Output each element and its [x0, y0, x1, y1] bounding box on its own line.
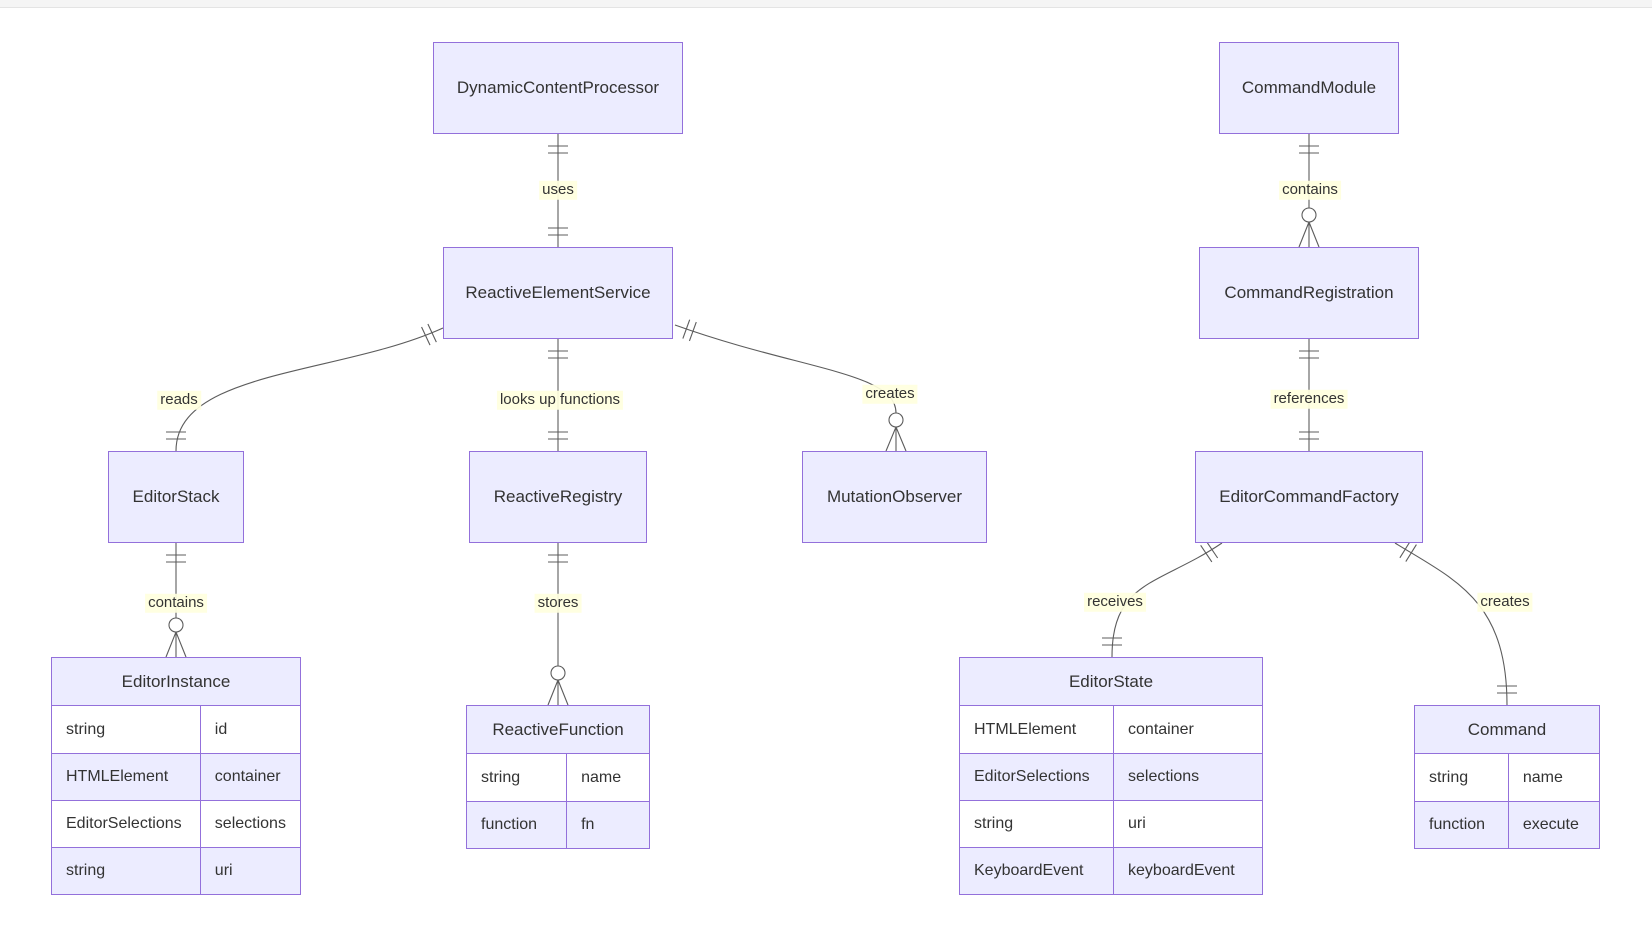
entity-name: ReactiveRegistry [493, 487, 623, 506]
entity-dynamic-content-processor: DynamicContentProcessor [433, 42, 683, 134]
cardinality-zero-or-many-marker [1298, 207, 1320, 248]
entity-reactive-registry: ReactiveRegistry [469, 451, 647, 543]
entity-mutation-observer: MutationObserver [802, 451, 987, 543]
cardinality-exactly-one-marker [1102, 637, 1122, 646]
cardinality-exactly-one-marker [421, 323, 437, 346]
attribute-row: HTMLElement container [52, 753, 300, 800]
cardinality-exactly-one-marker [548, 350, 568, 440]
entity-editor-stack: EditorStack [108, 451, 244, 543]
attribute-row: string uri [52, 847, 300, 894]
cardinality-exactly-one-marker [1299, 145, 1319, 154]
relationship-label-contains-right: contains [1279, 180, 1341, 200]
relationship-label-creates-left: creates [862, 384, 918, 404]
attribute-name: selections [1128, 768, 1200, 785]
relationship-label-contains-left: contains [145, 593, 207, 613]
relationship-label-creates-right: creates [1477, 592, 1533, 612]
entity-editor-command-factory: EditorCommandFactory [1195, 451, 1423, 543]
attribute-type: HTMLElement [52, 754, 201, 800]
relationship-label-looks-up-functions: looks up functions [496, 390, 624, 410]
attribute-type: string [52, 848, 201, 894]
relationship-label-uses: uses [539, 180, 577, 200]
relationship-edge-creates-right [1394, 542, 1508, 706]
entity-command: Command string name function execute [1414, 705, 1600, 849]
entity-name: EditorState [960, 658, 1262, 706]
attribute-name: container [1128, 720, 1194, 738]
attribute-row: function execute [1415, 801, 1599, 848]
attribute-type: string [467, 754, 568, 801]
entity-command-registration: CommandRegistration [1199, 247, 1419, 339]
entity-name: EditorInstance [52, 658, 300, 706]
attribute-type: EditorSelections [960, 754, 1115, 800]
attribute-name: id [214, 720, 228, 738]
cardinality-exactly-one-marker [1399, 540, 1417, 562]
attribute-row: string name [1415, 754, 1599, 801]
cardinality-zero-or-many-marker [547, 665, 569, 706]
cardinality-exactly-one-marker [166, 431, 186, 440]
attribute-name: container [214, 768, 281, 785]
attribute-type: string [960, 801, 1115, 847]
attribute-type: string [52, 706, 201, 753]
attribute-row: EditorSelections selections [52, 800, 300, 847]
attribute-row: function fn [467, 801, 649, 848]
attribute-row: EditorSelections selections [960, 753, 1262, 800]
relationship-label-stores: stores [534, 593, 582, 613]
attribute-name: name [581, 768, 622, 786]
entity-name: EditorCommandFactory [1219, 487, 1399, 506]
attribute-row: KeyboardEvent keyboardEvent [960, 847, 1262, 894]
attribute-type: KeyboardEvent [960, 848, 1115, 894]
entity-name: Command [1415, 706, 1599, 754]
entity-name: CommandRegistration [1224, 283, 1394, 302]
entity-name: DynamicContentProcessor [456, 78, 660, 97]
cardinality-exactly-one-marker [548, 145, 568, 236]
attribute-name: keyboardEvent [1128, 862, 1235, 879]
relationship-label-receives: receives [1084, 592, 1146, 612]
attribute-name: fn [581, 816, 595, 833]
relationship-edge-reads [175, 327, 444, 452]
attribute-name: name [1522, 768, 1563, 786]
attribute-name: execute [1522, 816, 1579, 833]
relationship-label-reads: reads [157, 390, 201, 410]
attribute-name: selections [214, 815, 286, 832]
cardinality-exactly-one-marker [1200, 541, 1219, 563]
entity-name: EditorStack [132, 487, 220, 506]
cardinality-exactly-one-marker [682, 319, 697, 342]
entity-command-module: CommandModule [1219, 42, 1399, 134]
cardinality-zero-or-many-marker [165, 617, 187, 658]
page-top-strip [0, 0, 1652, 8]
attribute-row: string name [467, 754, 649, 801]
cardinality-exactly-one-marker [1497, 685, 1517, 694]
relationship-edge-receives [1111, 542, 1223, 658]
entity-name: ReactiveFunction [467, 706, 649, 754]
cardinality-zero-or-many-marker [885, 412, 907, 452]
attribute-type: string [1415, 754, 1509, 801]
attribute-type: HTMLElement [960, 706, 1115, 753]
entity-editor-state: EditorState HTMLElement container Editor… [959, 657, 1263, 895]
entity-editor-instance: EditorInstance string id HTMLElement con… [51, 657, 301, 895]
relationship-label-references: references [1270, 389, 1348, 409]
entity-name: CommandModule [1241, 78, 1377, 97]
attribute-type: function [467, 802, 568, 848]
entity-reactive-element-service: ReactiveElementService [443, 247, 673, 339]
attribute-name: uri [214, 862, 233, 879]
entity-name: ReactiveElementService [465, 283, 651, 302]
attribute-row: HTMLElement container [960, 706, 1262, 753]
cardinality-exactly-one-marker [548, 554, 568, 563]
attribute-name: uri [1128, 815, 1146, 832]
cardinality-exactly-one-marker [1299, 350, 1319, 440]
cardinality-exactly-one-marker [166, 554, 186, 563]
attribute-row: string uri [960, 800, 1262, 847]
attribute-type: EditorSelections [52, 801, 201, 847]
attribute-type: function [1415, 802, 1509, 848]
entity-reactive-function: ReactiveFunction string name function fn [466, 705, 650, 849]
entity-name: MutationObserver [826, 487, 963, 506]
attribute-row: string id [52, 706, 300, 753]
